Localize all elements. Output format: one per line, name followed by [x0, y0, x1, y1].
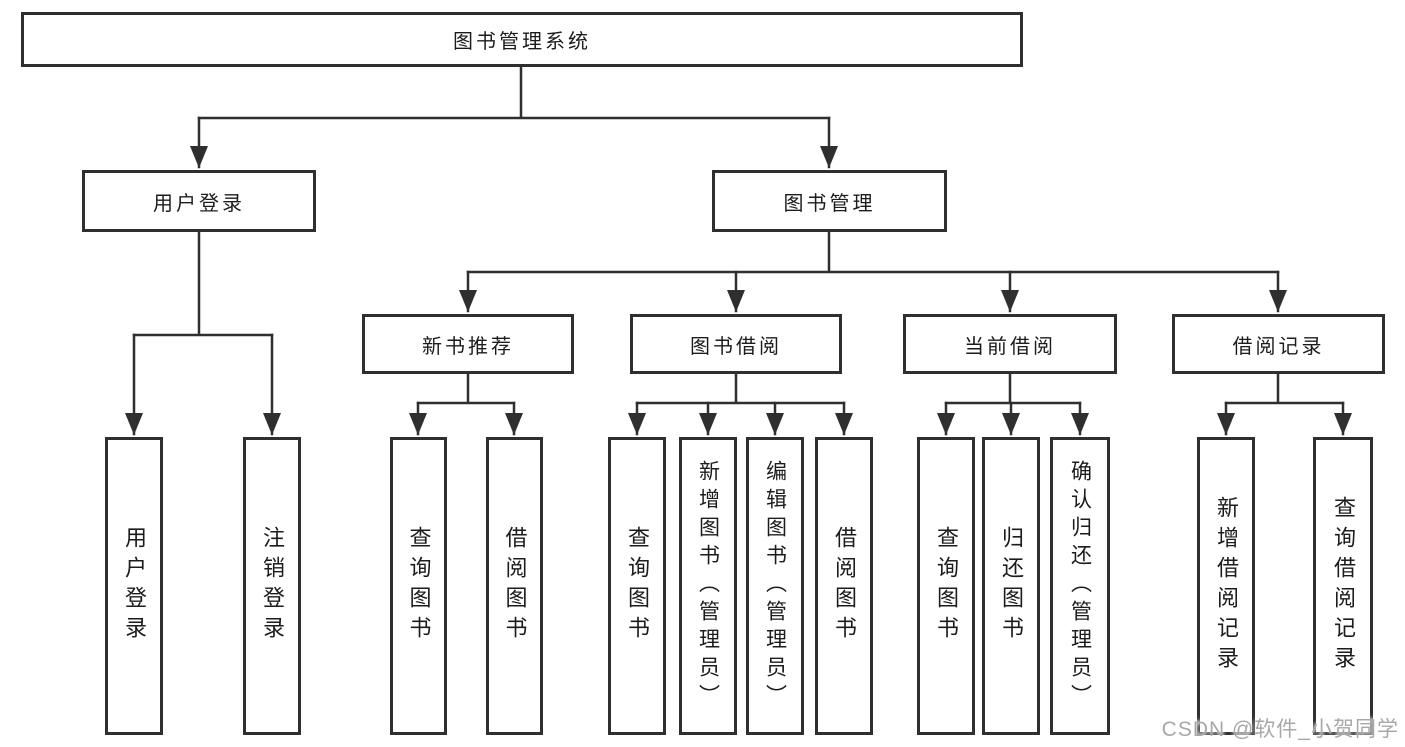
connector-current-borrow — [944, 372, 1082, 405]
node-leaf-borrow-books: 借阅图书 — [815, 437, 873, 735]
node-current-borrow: 当前借阅 — [903, 314, 1117, 374]
connector-root — [197, 65, 831, 120]
node-leaf-query-books-recommend: 查询图书 — [390, 437, 447, 735]
node-leaf-query-books-current-label: 查询图书 — [934, 526, 959, 646]
connector-new-book — [416, 372, 516, 405]
node-leaf-edit-books-admin: 编辑图书（管理员） — [746, 437, 804, 735]
watermark: CSDN @软件_小贺同学 — [1161, 718, 1399, 741]
node-leaf-return-books: 归还图书 — [982, 437, 1040, 735]
node-leaf-borrow-books-recommend: 借阅图书 — [486, 437, 543, 735]
node-leaf-logout: 注销登录 — [243, 437, 301, 735]
node-leaf-add-books-admin: 新增图书（管理员） — [679, 437, 737, 735]
node-leaf-user-login: 用户登录 — [105, 437, 163, 735]
node-leaf-user-login-label: 用户登录 — [122, 526, 147, 646]
node-leaf-confirm-return-admin-label: 确认归还（管理员） — [1068, 460, 1092, 712]
node-borrow-record-label: 借阅记录 — [1232, 335, 1325, 358]
node-book-management-label: 图书管理 — [783, 192, 876, 215]
node-book-borrow: 图书借阅 — [630, 314, 842, 374]
node-leaf-query-books-current: 查询图书 — [917, 437, 975, 735]
node-book-management: 图书管理 — [712, 170, 947, 232]
node-user-login: 用户登录 — [82, 170, 316, 232]
connector-user-login — [132, 230, 274, 337]
node-leaf-logout-label: 注销登录 — [260, 526, 285, 646]
node-leaf-confirm-return-admin: 确认归还（管理员） — [1050, 437, 1110, 735]
node-current-borrow-label: 当前借阅 — [964, 335, 1056, 358]
node-leaf-edit-books-admin-label: 编辑图书（管理员） — [763, 460, 787, 712]
connector-book-management — [466, 230, 1280, 274]
node-leaf-return-books-label: 归还图书 — [999, 526, 1024, 646]
node-leaf-borrow-books-recommend-label: 借阅图书 — [502, 526, 528, 646]
node-new-book-recommend: 新书推荐 — [362, 314, 574, 374]
connector-borrow-record — [1224, 372, 1345, 405]
node-leaf-add-borrow-record-label: 新增借阅记录 — [1214, 496, 1239, 676]
node-user-login-label: 用户登录 — [153, 192, 245, 215]
node-leaf-query-books-borrow: 查询图书 — [608, 437, 666, 735]
node-book-borrow-label: 图书借阅 — [690, 335, 782, 358]
node-leaf-add-books-admin-label: 新增图书（管理员） — [696, 460, 720, 712]
node-leaf-add-borrow-record: 新增借阅记录 — [1197, 437, 1255, 735]
node-root: 图书管理系统 — [21, 12, 1023, 67]
node-leaf-query-books-recommend-label: 查询图书 — [406, 526, 432, 646]
node-leaf-query-books-borrow-label: 查询图书 — [625, 526, 650, 646]
node-leaf-query-borrow-record-label: 查询借阅记录 — [1331, 496, 1356, 676]
node-root-label: 图书管理系统 — [453, 31, 591, 53]
connector-book-borrow — [635, 372, 846, 405]
node-leaf-borrow-books-label: 借阅图书 — [832, 526, 857, 646]
node-leaf-query-borrow-record: 查询借阅记录 — [1313, 437, 1373, 735]
node-new-book-recommend-label: 新书推荐 — [422, 335, 514, 358]
node-borrow-record: 借阅记录 — [1172, 314, 1385, 374]
